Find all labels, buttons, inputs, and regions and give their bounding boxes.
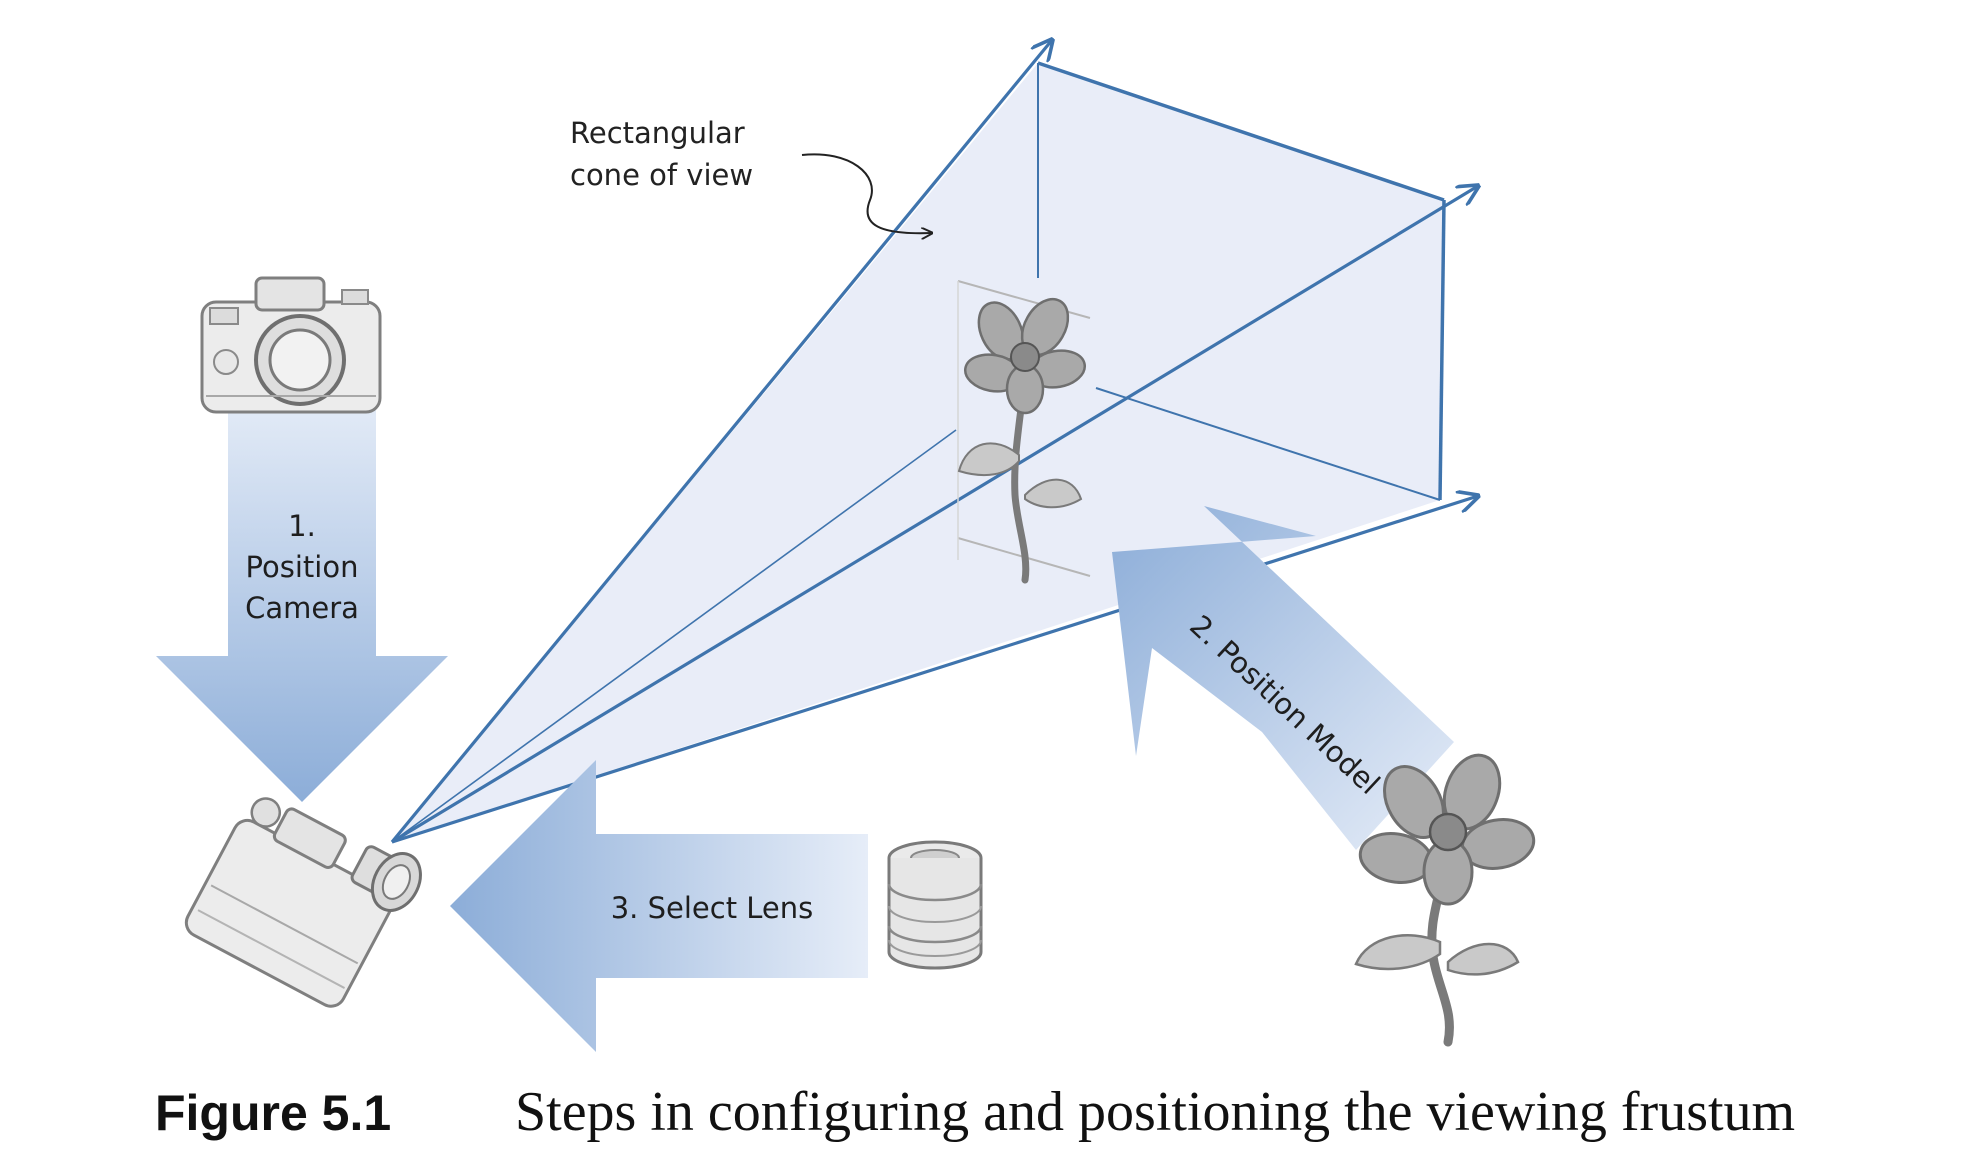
step1-label-line1: 1.	[288, 509, 316, 543]
frustum-edge-top-right	[391, 186, 1478, 844]
flower-icon	[957, 297, 1087, 584]
figure-number: Figure 5.1	[155, 1085, 392, 1141]
frustum-edge-bottom-left-hidden	[391, 429, 957, 843]
caption-text: Steps in configuring and positioning the…	[515, 1081, 1796, 1143]
camera-icon	[200, 276, 382, 414]
flower-icon	[1354, 753, 1536, 1047]
lens-icon	[887, 840, 983, 970]
frustum-fill	[392, 63, 1444, 842]
cone-label-line1: Rectangular	[570, 116, 745, 150]
figure-caption: Figure 5.1 Steps in configuring and posi…	[155, 1080, 1955, 1160]
far-plane-bottom-hidden	[1095, 387, 1441, 501]
far-plane-right	[1438, 199, 1446, 501]
step1-label-line3: Camera	[245, 591, 359, 625]
cone-label: Rectangular cone of view	[570, 116, 932, 233]
far-plane-top	[1037, 61, 1445, 202]
cone-label-line2: cone of view	[570, 158, 753, 192]
viewing-frustum	[390, 40, 1478, 844]
cone-label-pointer	[801, 153, 932, 233]
step-arrow-position-camera: 1. Position Camera	[156, 402, 448, 802]
step-arrow-select-lens: 3. Select Lens	[450, 760, 868, 1052]
camera-icon	[184, 797, 422, 1008]
step3-label: 3. Select Lens	[611, 891, 814, 925]
frustum-edge-top-left	[390, 40, 1052, 844]
step1-label-line2: Position	[246, 550, 359, 584]
